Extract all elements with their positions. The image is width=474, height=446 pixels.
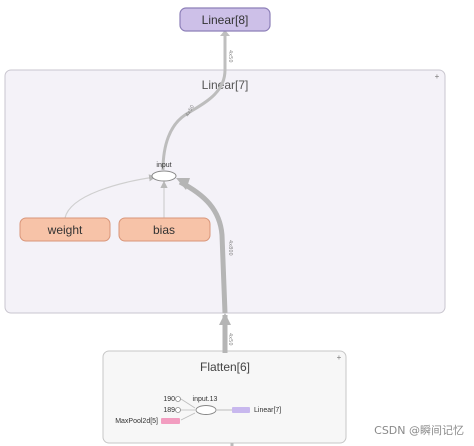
op-node-label: input bbox=[156, 162, 171, 169]
bias-node-label: bias bbox=[153, 223, 175, 237]
linear8-node-label: Linear[8] bbox=[202, 13, 249, 27]
flatten-edge-190 bbox=[180, 398, 196, 409]
op-node-input[interactable]: input bbox=[151, 162, 177, 182]
edge-into-linear7-arrow bbox=[219, 313, 231, 325]
flatten-const-189[interactable] bbox=[175, 407, 181, 413]
linear8-node[interactable]: Linear[8] bbox=[179, 7, 271, 32]
group-collapse-icon[interactable]: + bbox=[435, 72, 440, 81]
flatten-expand-icon[interactable]: + bbox=[337, 353, 342, 362]
linear7-chip[interactable] bbox=[232, 407, 250, 413]
flatten-op-ellipse[interactable] bbox=[195, 405, 217, 415]
weight-node[interactable]: weight bbox=[19, 217, 111, 242]
flatten-inner-graph: 190 189 MaxPool2d[5] input.13 Linear[7] bbox=[115, 396, 281, 425]
edge-label-flatten-in: 4x50 bbox=[227, 333, 233, 346]
edge-label-flatten-out: 4x800 bbox=[227, 240, 233, 256]
weight-node-label: weight bbox=[47, 223, 83, 237]
bias-node[interactable]: bias bbox=[118, 217, 211, 242]
flatten-group[interactable]: Flatten[6] + bbox=[102, 350, 347, 444]
flatten-op-label: input.13 bbox=[193, 396, 218, 403]
edge-flatten-op-arrow bbox=[176, 178, 190, 190]
op-node-ellipse[interactable] bbox=[151, 170, 177, 182]
flatten-maxpool-label: MaxPool2d[5] bbox=[115, 418, 158, 425]
edges: 4x50 4x50 4x800 4x50 bbox=[64, 30, 234, 446]
linear7-group-label: Linear[7] bbox=[202, 78, 249, 92]
edge-op-out bbox=[161, 69, 227, 171]
watermark: CSDN @瞬间记忆 bbox=[374, 424, 464, 437]
flatten-group-label: Flatten[6] bbox=[200, 360, 250, 374]
flatten-input-190: 190 bbox=[163, 396, 175, 403]
edge-weight-op bbox=[64, 174, 157, 219]
flatten-const-190[interactable] bbox=[175, 396, 181, 402]
flatten-edge-maxpool bbox=[180, 412, 196, 421]
flatten-output-label: Linear[7] bbox=[254, 407, 281, 414]
maxpool-chip[interactable] bbox=[161, 418, 180, 424]
flatten-input-189: 189 bbox=[163, 407, 175, 414]
edge-label-op-out: 4x50 bbox=[185, 104, 196, 118]
edge-linear8-arrow bbox=[220, 30, 230, 36]
edge-label-top: 4x50 bbox=[227, 50, 233, 63]
